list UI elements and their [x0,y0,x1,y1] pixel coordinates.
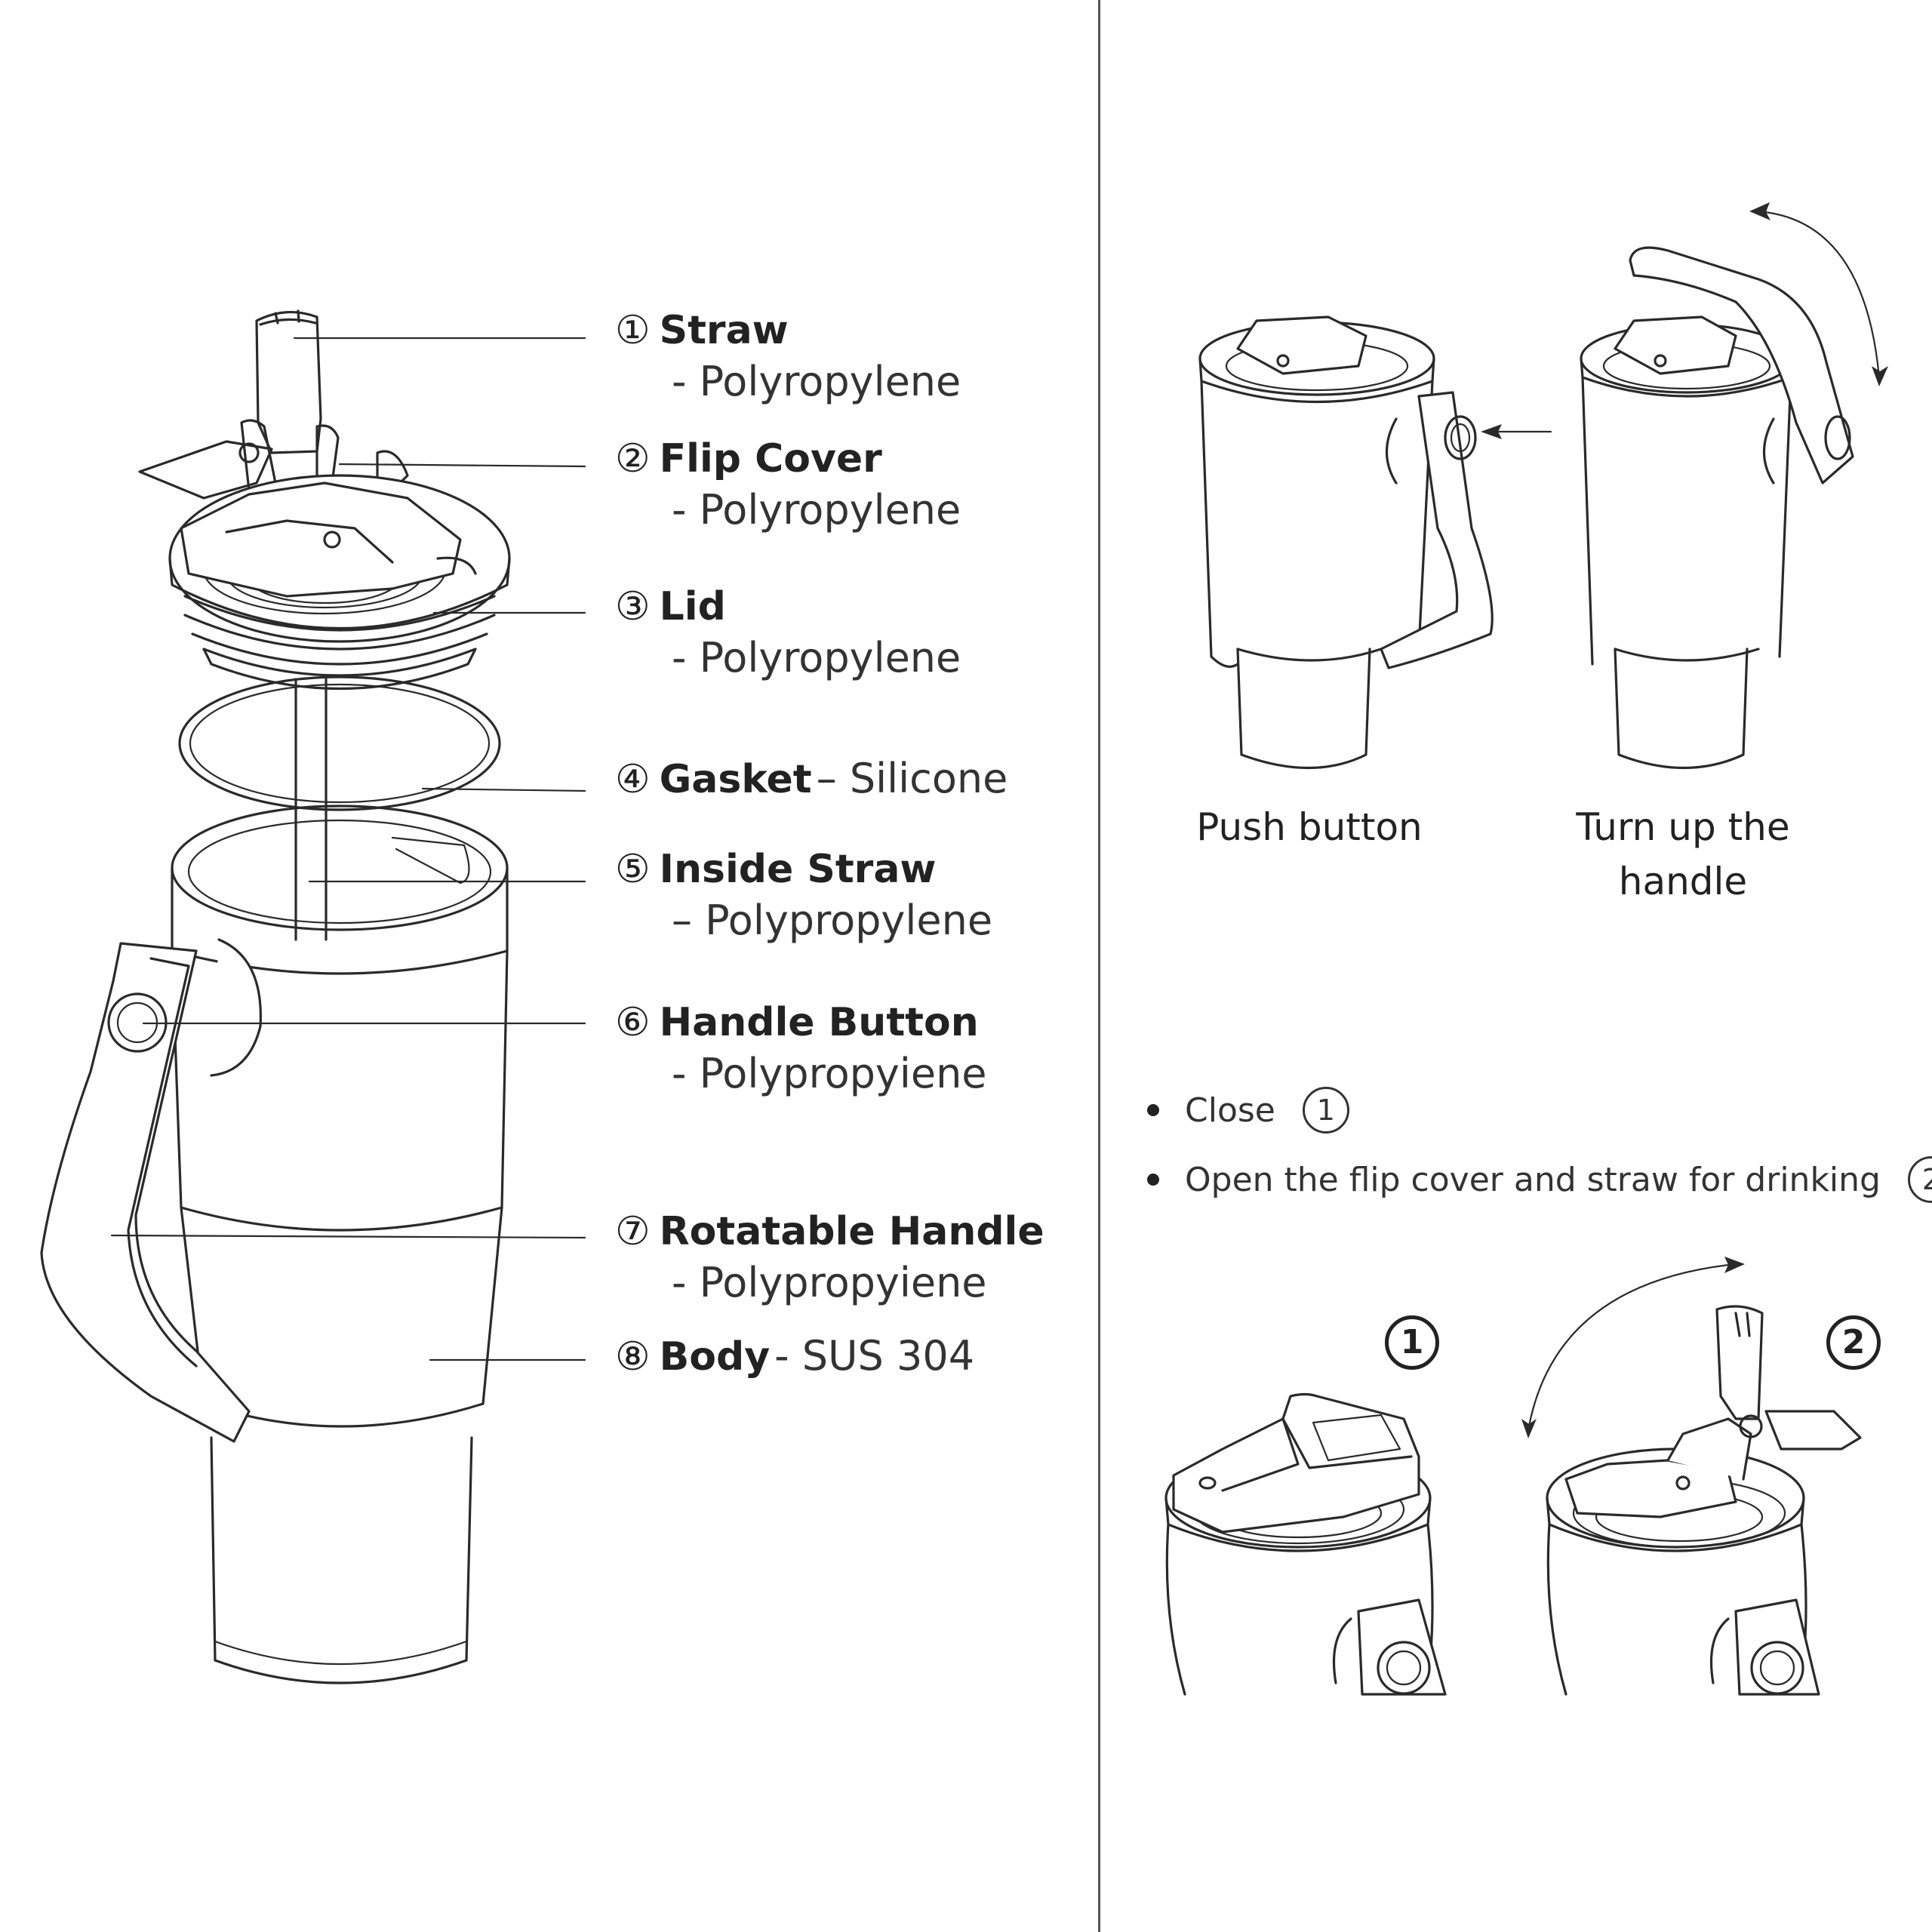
column-divider [1098,0,1100,1932]
body-drawing [171,804,509,1684]
part-name: Body [659,1334,771,1380]
part-number: ④ [615,757,651,802]
part-material: – Silicone [816,755,1008,802]
open-lid-drawing [1546,1305,1862,1696]
part-name: Straw [659,308,789,353]
mode-open: Open the flip cover and straw for drinki… [1147,1145,1932,1214]
turn-handle-drawing [1580,246,1854,770]
part-material: - Polypropyiene [672,1050,987,1097]
leader-lines [110,337,586,1361]
mode-open-marker: 2 [1907,1156,1932,1203]
lid-drawing [168,474,511,691]
mode-close-text: Close [1185,1091,1275,1130]
caption-turn-line-1: Turn up the [1576,805,1790,849]
part-name: Gasket [659,757,812,802]
bullet-dot [1147,1104,1159,1116]
part-material: - Polyropylene [672,486,961,534]
closed-state-label: 1 [1385,1315,1439,1370]
part-number: ③ [615,584,651,629]
part-material: - SUS 304 [774,1332,975,1380]
part-name: Rotatable Handle [659,1209,1044,1254]
mode-open-text: Open the flip cover and straw for drinki… [1185,1160,1881,1199]
mode-close-marker: 1 [1302,1087,1349,1134]
open-state-label: 2 [1826,1315,1881,1370]
part-number: ⑦ [615,1209,651,1254]
part-name: Inside Straw [659,847,937,892]
part-name: Flip Cover [659,436,882,481]
rotate-handle-arrow [1749,202,1888,386]
lid-mode-list: Close 1 Open the flip cover and straw fo… [1147,1075,1932,1214]
push-button-drawing [1198,315,1494,770]
closed-lid-drawing [1164,1392,1447,1696]
part-number: ⑧ [615,1334,651,1380]
part-name: Lid [659,584,726,629]
part-material: – Polypropylene [672,897,993,944]
part-number: ⑤ [615,847,651,892]
caption-turn-line-2: handle [1618,860,1748,903]
push-arrow [1481,424,1552,439]
part-material: - Polypropyiene [672,1259,987,1306]
inside-straw-drawing [294,678,328,941]
bullet-dot [1147,1174,1159,1186]
part-number: ② [615,436,651,481]
caption-push-text: Push button [1196,805,1423,849]
part-material: - Polyropylene [672,358,961,405]
caption-turn-handle: Turn up the handle [1540,800,1826,909]
part-material: - Polyropylene [672,634,961,681]
straw-drawing [255,309,322,454]
mode-close: Close 1 [1147,1075,1932,1145]
part-number: ⑥ [615,1000,651,1045]
part-number: ① [615,308,651,353]
caption-push-button: Push button [1162,800,1457,854]
part-name: Handle Button [659,1000,979,1045]
open-lid-arrow [1521,1257,1745,1438]
handle-drawing [40,938,262,1443]
gasket-drawing [178,675,501,811]
